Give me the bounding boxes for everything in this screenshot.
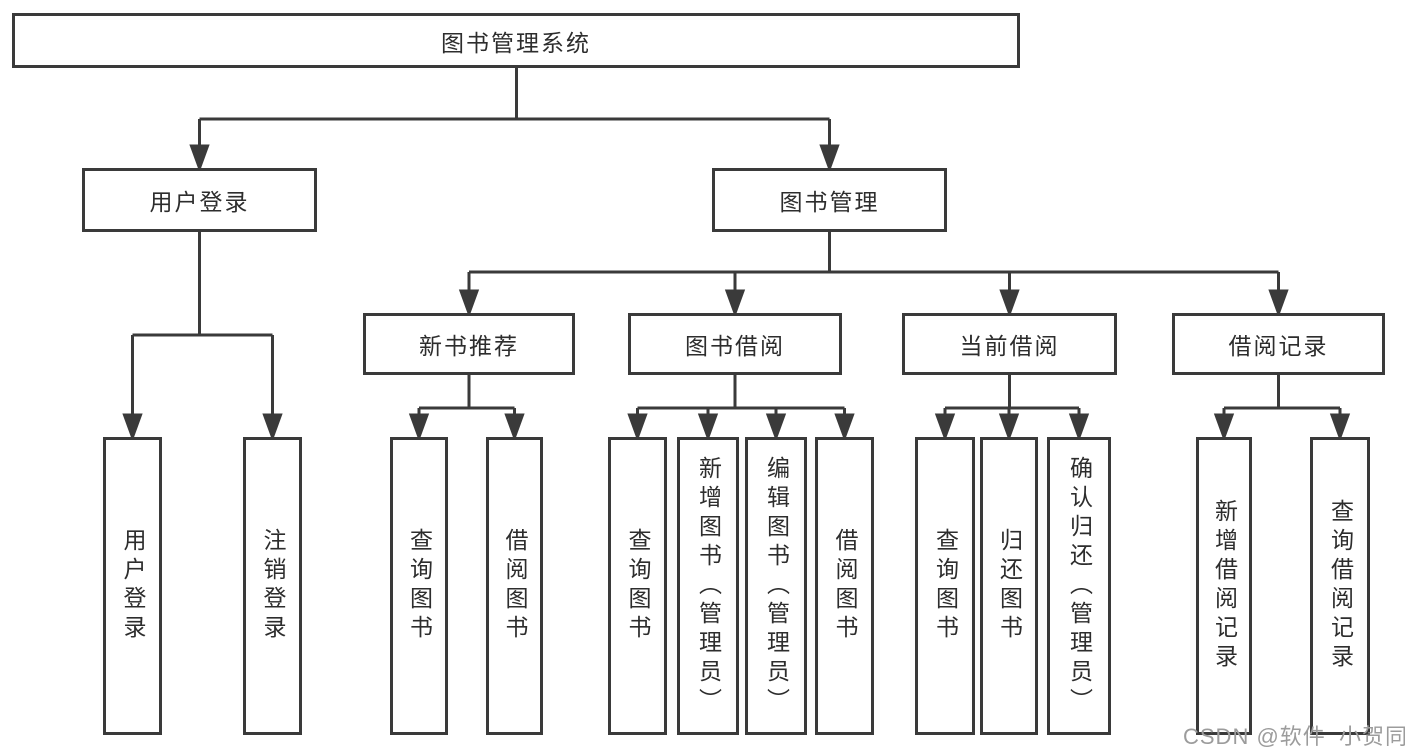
connector-new-books-group <box>408 375 525 442</box>
node-leaf-query-borrow-record: 查询借阅记录 <box>1310 437 1370 735</box>
connector-borrow-records-group <box>1213 375 1351 442</box>
connector-user-login-group <box>122 232 283 442</box>
connector-book-management-to-level3 <box>458 232 1289 318</box>
connector-current-borrow-group <box>934 375 1090 442</box>
node-leaf-confirm-return-admin: 确认归还（管理员） <box>1047 437 1111 735</box>
node-current-borrow: 当前借阅 <box>902 313 1117 375</box>
node-leaf-user-login: 用户登录 <box>103 437 162 735</box>
node-leaf-query-books-newbooks: 查询图书 <box>390 437 448 735</box>
node-leaf-borrow-books-borrow: 借阅图书 <box>815 437 874 735</box>
node-borrow-records: 借阅记录 <box>1172 313 1385 375</box>
node-leaf-query-books-current: 查询图书 <box>915 437 975 735</box>
node-leaf-add-borrow-record: 新增借阅记录 <box>1196 437 1252 735</box>
connector-book-borrow-group <box>627 375 855 442</box>
node-leaf-return-books: 归还图书 <box>980 437 1038 735</box>
node-book-borrow: 图书借阅 <box>628 313 842 375</box>
node-book-management: 图书管理 <box>712 168 947 232</box>
node-leaf-borrow-books-newbooks: 借阅图书 <box>486 437 543 735</box>
node-root: 图书管理系统 <box>12 13 1020 68</box>
node-leaf-query-books-borrow: 查询图书 <box>608 437 667 735</box>
node-leaf-edit-books-admin: 编辑图书（管理员） <box>745 437 807 735</box>
node-leaf-logout: 注销登录 <box>243 437 302 735</box>
csdn-watermark: CSDN @软件_小贺同学 <box>1183 724 1405 747</box>
node-leaf-add-books-admin: 新增图书（管理员） <box>677 437 739 735</box>
node-user-login: 用户登录 <box>82 168 317 232</box>
node-new-book-recommend: 新书推荐 <box>363 313 575 375</box>
connector-root-to-level2 <box>189 68 840 173</box>
